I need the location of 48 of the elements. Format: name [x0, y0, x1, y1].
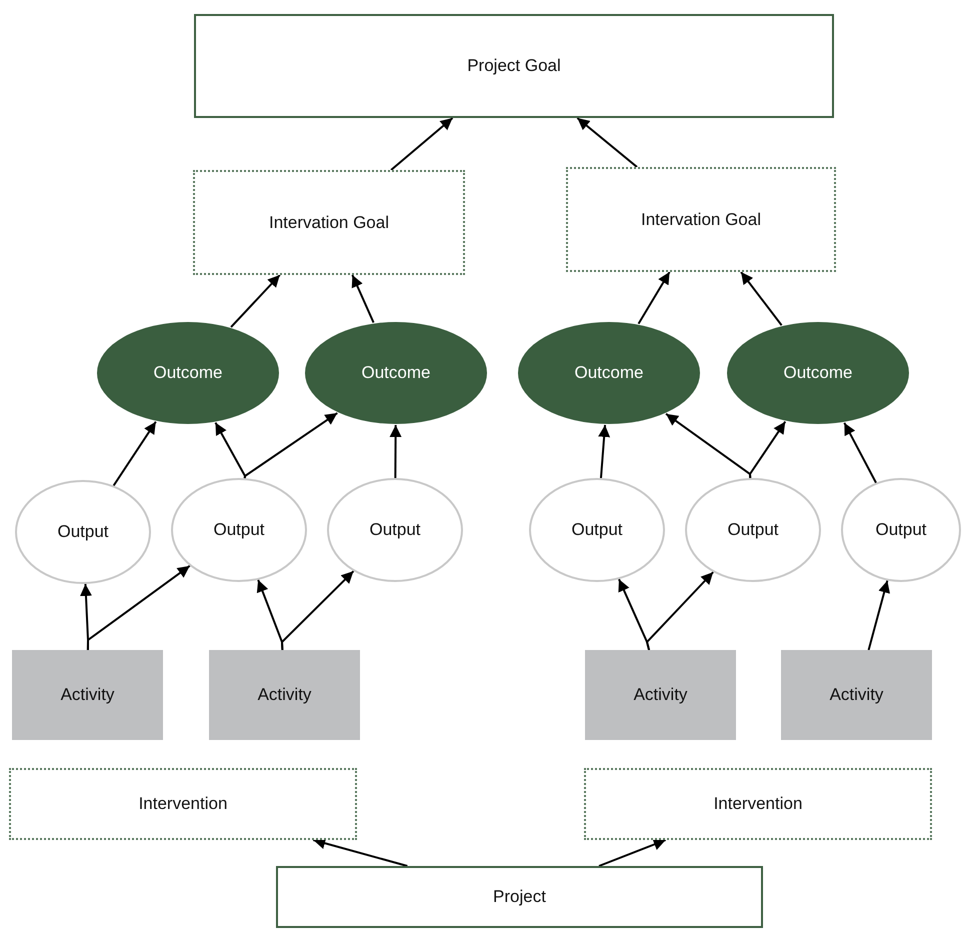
node-label: Activity [830, 685, 884, 705]
arrow [638, 271, 670, 324]
node-label: Output [571, 520, 623, 540]
arrow [351, 274, 374, 323]
arrow [86, 565, 190, 650]
node-label: Activity [634, 685, 688, 705]
arrow [390, 425, 402, 478]
node-label: Intervation Goal [640, 210, 761, 230]
node-label: Output [213, 520, 265, 540]
node-label: Project [493, 887, 546, 907]
node-label: Project Goal [467, 56, 561, 76]
arrow [390, 117, 454, 171]
node-label: Output [875, 520, 927, 540]
arrow [646, 571, 714, 650]
node-label: Output [727, 520, 779, 540]
node-label: Intervation Goal [268, 212, 389, 232]
goal-box [566, 167, 836, 272]
arrow [214, 422, 246, 478]
arrow [112, 421, 157, 486]
node-label: Outcome [784, 363, 852, 383]
node-label: Output [57, 522, 109, 542]
node-label: Outcome [362, 363, 430, 383]
activity-box [781, 650, 932, 740]
arrow [230, 274, 281, 328]
arrow [748, 421, 786, 478]
node-label: Outcome [574, 363, 644, 383]
activity-box [209, 650, 360, 740]
node-label: Activity [258, 685, 312, 705]
arrow [740, 271, 782, 326]
arrow [576, 117, 638, 168]
arrow [280, 570, 354, 650]
node-label: Activity [60, 685, 114, 705]
arrow [843, 422, 877, 484]
node-label: Intervention [138, 794, 228, 814]
arrow [244, 412, 338, 478]
arrow [598, 838, 666, 867]
arrow [868, 580, 890, 650]
project-box [276, 866, 763, 928]
node-label: Intervention [714, 794, 802, 814]
goal-box [193, 170, 465, 275]
intervention-box [584, 768, 932, 840]
node-label: Outcome [154, 363, 222, 383]
arrow [598, 424, 610, 478]
intervention-box [9, 768, 357, 840]
activity-box [585, 650, 736, 740]
activity-box [12, 650, 163, 740]
node-label: Output [369, 520, 421, 540]
goal-box [194, 14, 834, 118]
